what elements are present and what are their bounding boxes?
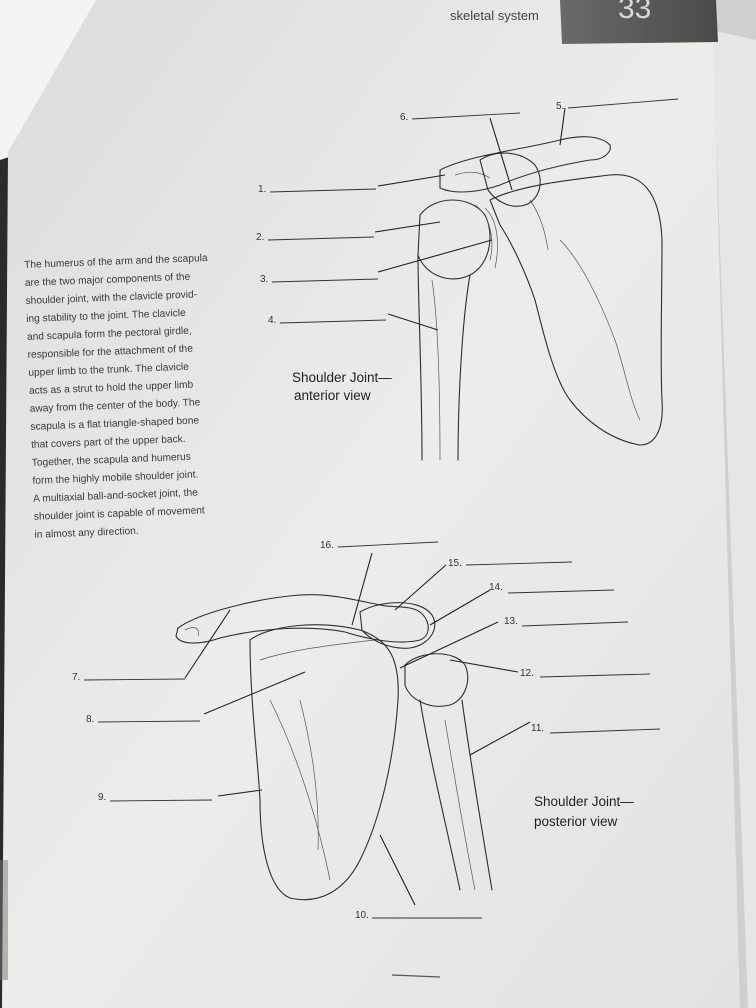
label-number: 2. xyxy=(256,232,264,243)
label-number: 10. xyxy=(355,910,369,921)
label-number: 13. xyxy=(504,616,518,627)
label-number: 14. xyxy=(489,582,503,593)
label-number: 15. xyxy=(448,558,462,569)
section-title: skeletal system xyxy=(450,8,539,23)
caption-line: posterior view xyxy=(534,814,618,829)
label-number: 16. xyxy=(320,540,334,551)
caption-line: Shoulder Joint— xyxy=(292,370,392,385)
caption-line: anterior view xyxy=(294,388,371,403)
page-number: 33 xyxy=(618,0,651,25)
label-number: 7. xyxy=(72,672,80,683)
caption-line: Shoulder Joint— xyxy=(534,794,634,809)
label-number: 5. xyxy=(556,101,564,112)
label-number: 6. xyxy=(400,112,408,123)
label-number: 4. xyxy=(268,315,276,326)
binding-edge xyxy=(0,860,8,980)
label-number: 12. xyxy=(520,668,534,679)
label-number: 8. xyxy=(86,714,94,725)
worksheet-page xyxy=(2,0,740,1008)
label-number: 3. xyxy=(260,274,268,285)
label-number: 11. xyxy=(531,723,544,734)
label-number: 9. xyxy=(98,792,106,803)
label-number: 1. xyxy=(258,184,266,195)
